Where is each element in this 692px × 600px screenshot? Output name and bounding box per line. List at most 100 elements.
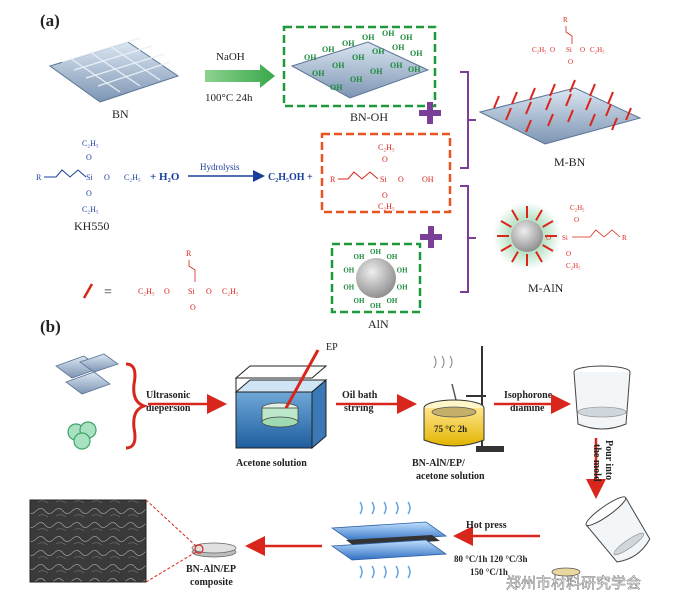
svg-text:O: O xyxy=(574,216,579,224)
oil-bath-setup xyxy=(423,346,504,452)
reaction-bracket-2 xyxy=(460,185,476,293)
condition-label: 100°C 24h xyxy=(205,92,253,104)
silane-chain xyxy=(585,97,592,111)
svg-text:R: R xyxy=(330,175,336,184)
svg-text:C₂H₅: C₂H₅ xyxy=(590,46,605,54)
oh-group: OH xyxy=(343,267,354,275)
svg-text:C₂H₅: C₂H₅ xyxy=(378,202,395,211)
reaction-bracket xyxy=(460,71,476,169)
aln-particle xyxy=(356,258,396,298)
svg-text:O: O xyxy=(164,287,170,296)
silane-chain xyxy=(511,91,518,105)
oh-group: OH xyxy=(350,75,363,84)
composite-label-1: BN-AlN/EP xyxy=(186,564,236,575)
zoom-line-top xyxy=(145,499,197,547)
silane-chain xyxy=(549,83,556,97)
dispersion-label: diepersion xyxy=(146,403,191,414)
silane-chain xyxy=(547,113,554,127)
svg-text:R: R xyxy=(36,173,42,182)
m-bn-sheet xyxy=(478,87,642,145)
svg-text:O: O xyxy=(104,173,110,182)
hydrolyzed-silane-box xyxy=(320,132,452,214)
kh550-label: KH550 xyxy=(74,219,109,233)
silane-chain xyxy=(625,107,632,121)
oh-group: OH xyxy=(410,49,423,58)
svg-text:OH: OH xyxy=(422,175,434,184)
svg-text:C₂H₅: C₂H₅ xyxy=(124,173,141,182)
acetone-solution-label-2: acetone solution xyxy=(416,471,485,482)
silane-chain xyxy=(589,83,596,97)
silane-chain xyxy=(542,244,554,252)
ultrasonic-label: Ultrasonic xyxy=(146,390,191,401)
oh-group: OH xyxy=(342,39,355,48)
plus-h2o: + H₂O xyxy=(150,171,180,183)
bn-aln-ep-label: BN-AlN/EP/ xyxy=(412,458,465,469)
svg-text:R: R xyxy=(186,249,192,258)
oh-group: OH xyxy=(408,65,421,74)
silane-chain xyxy=(505,107,512,121)
silane-chain xyxy=(589,113,596,127)
oh-group: OH xyxy=(386,297,397,305)
oh-group: OH xyxy=(343,283,354,291)
legend-silane-structure: R C₂H₅ O Si O C₂H₅ O xyxy=(138,249,239,312)
plus-sign-2 xyxy=(420,226,442,248)
svg-text:C₂H₅: C₂H₅ xyxy=(222,287,239,296)
svg-text:C₂H₅: C₂H₅ xyxy=(82,139,99,148)
oh-group: OH xyxy=(392,43,405,52)
svg-text:Si: Si xyxy=(86,173,93,182)
m-bn-label: M-BN xyxy=(554,155,586,169)
silane-chain xyxy=(567,109,574,123)
watermark: 郑州市材料研究学会 xyxy=(506,575,641,592)
svg-text:O: O xyxy=(190,303,196,312)
silane-chain xyxy=(542,220,554,228)
bn-label: BN xyxy=(112,107,129,121)
aln-label: AlN xyxy=(368,317,389,331)
bn-oh-box xyxy=(282,25,437,108)
silane-chain xyxy=(500,220,512,228)
sem-image xyxy=(29,499,147,583)
oh-group: OH xyxy=(312,69,325,78)
silane-chain xyxy=(605,103,612,117)
hydrolysis-label: Hydrolysis xyxy=(200,162,240,172)
hot-press-cond-2: 150 °C/1h xyxy=(470,567,508,577)
oil-bath-label-1: Oil bath xyxy=(342,390,378,401)
svg-text:O: O xyxy=(550,46,555,54)
silane-chain xyxy=(493,95,500,109)
oh-group: OH xyxy=(400,33,413,42)
silane-chain xyxy=(569,79,576,93)
acetone-solution-label: Acetone solution xyxy=(236,458,307,469)
svg-text:O: O xyxy=(580,46,585,54)
oh-group: OH xyxy=(352,53,365,62)
svg-text:C₂H₅: C₂H₅ xyxy=(82,205,99,214)
svg-text:C₂H₅: C₂H₅ xyxy=(566,262,581,270)
kh550-structure: C₂H₅ O R Si O C₂H₅ O C₂H₅ xyxy=(36,139,141,214)
oh-group: OH xyxy=(370,248,381,256)
composite-label-2: composite xyxy=(190,577,233,588)
bn-oh-label: BN-OH xyxy=(350,110,388,124)
oh-group: OH xyxy=(332,61,345,70)
pouring-beaker xyxy=(585,496,651,563)
oh-group: OH xyxy=(370,67,383,76)
silane-chain xyxy=(525,101,532,115)
ep-label: EP xyxy=(326,342,338,353)
svg-text:C₂H₅: C₂H₅ xyxy=(138,287,155,296)
oh-group: OH xyxy=(382,29,395,38)
isophorone-label: Isophorone xyxy=(504,390,553,401)
svg-text:Si: Si xyxy=(188,287,195,296)
pour-label-1: Pour into xyxy=(603,440,614,480)
oh-group: OH xyxy=(370,302,381,310)
svg-text:Si: Si xyxy=(566,46,572,54)
m-bn-silane-chains xyxy=(493,79,632,133)
oil-bath-temp: 75 °C 2h xyxy=(434,424,467,434)
svg-text:O: O xyxy=(398,175,404,184)
silane-chain xyxy=(511,209,519,221)
plus-sign-1 xyxy=(419,102,441,124)
hydrolyzed-silane-structure: C₂H₅ O R Si O OH O C₂H₅ xyxy=(330,143,434,211)
m-aln-label: M-AlN xyxy=(528,281,564,295)
pour-label-2: the mold xyxy=(591,444,602,482)
oh-group: OH xyxy=(397,267,408,275)
svg-text:O: O xyxy=(546,234,551,242)
